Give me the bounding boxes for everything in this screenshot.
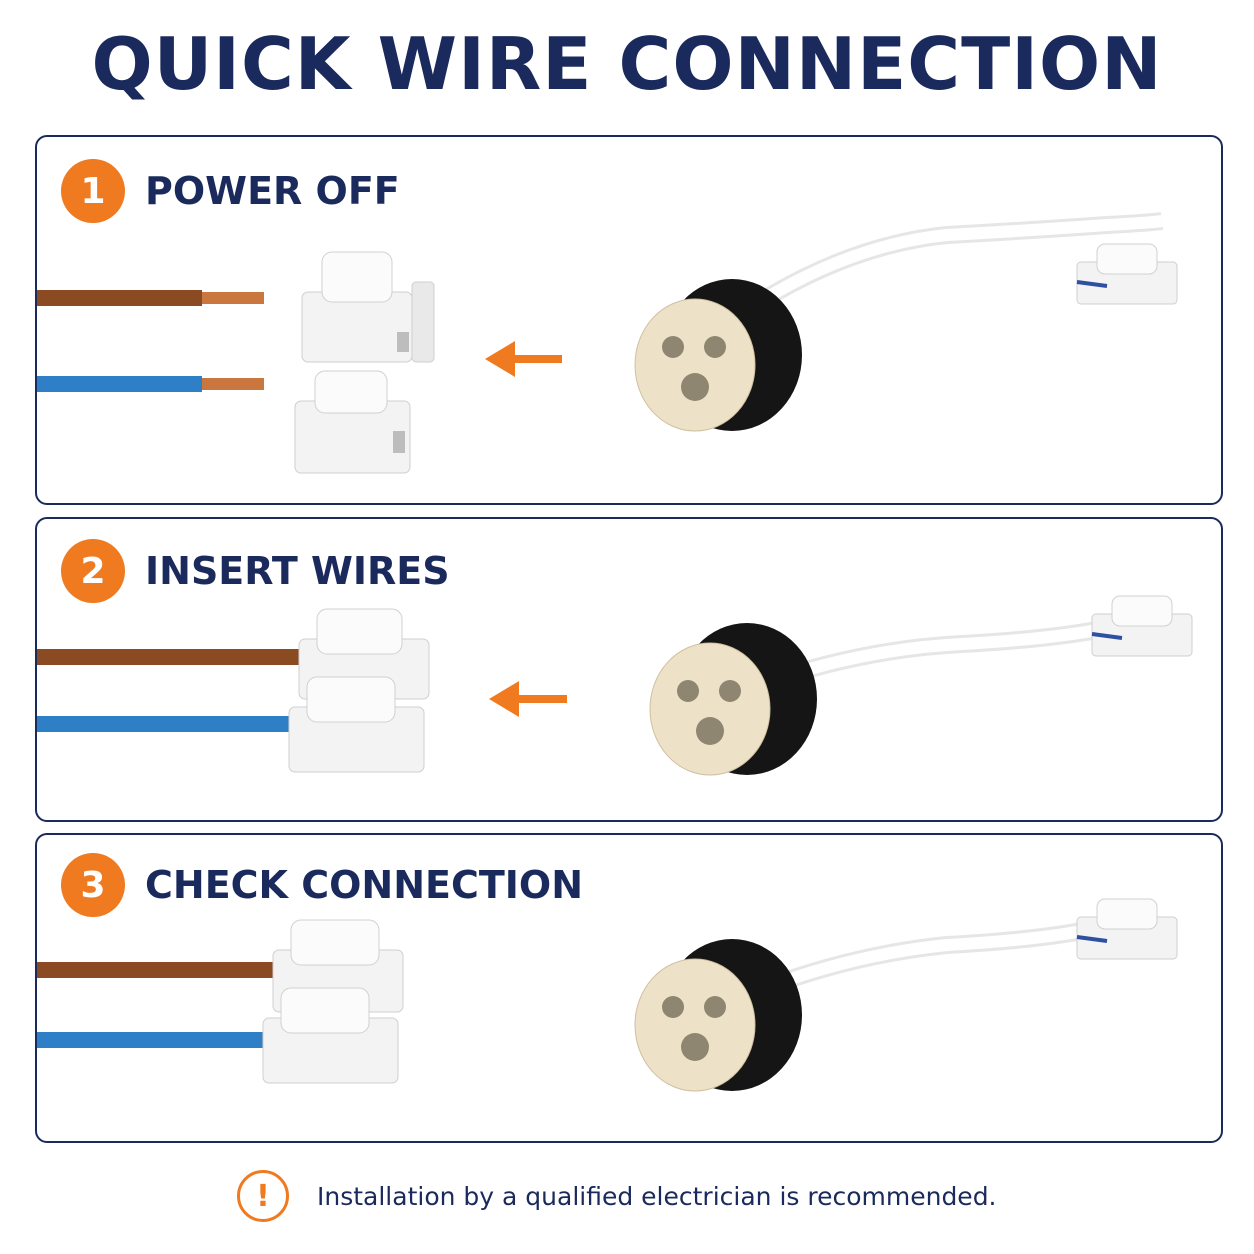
gu10-socket	[634, 212, 1164, 432]
gu10-socket	[634, 916, 1119, 1092]
terminal-connector	[1076, 898, 1178, 960]
wire-connector	[301, 251, 435, 363]
arrow-left-icon	[485, 341, 562, 377]
step-title: CHECK CONNECTION	[145, 863, 584, 907]
step-number-badge: 1	[61, 159, 125, 223]
step-number-badge: 3	[61, 853, 125, 917]
terminal-connector	[1091, 595, 1193, 657]
step-panel-3: 3 CHECK CONNECTION	[35, 833, 1223, 1143]
brown-wire	[37, 962, 277, 978]
step-panel-2: 2 INSERT WIRES	[35, 517, 1223, 822]
brown-wire	[37, 649, 307, 665]
footer-text: Installation by a qualified electrician …	[317, 1181, 997, 1211]
footer-note: ! Installation by a qualified electricia…	[237, 1168, 997, 1224]
wire-connector	[262, 987, 399, 1084]
terminal-connector	[1076, 243, 1178, 305]
blue-wire	[37, 1032, 272, 1048]
step-title: INSERT WIRES	[145, 549, 450, 593]
gu10-socket	[649, 615, 1135, 776]
step-1-illustration	[37, 212, 1178, 474]
blue-wire-stripped	[37, 376, 264, 392]
step-number-badge: 2	[61, 539, 125, 603]
step-title: POWER OFF	[145, 169, 400, 213]
page-title: QUICK WIRE CONNECTION	[91, 22, 1163, 106]
step-3-illustration	[37, 898, 1178, 1092]
step-2-illustration	[37, 595, 1193, 776]
warning-icon: !	[237, 1170, 289, 1222]
step-panel-1: 1 POWER OFF	[35, 135, 1223, 505]
wire-connector	[294, 370, 411, 474]
wire-connector	[288, 676, 425, 773]
brown-wire-stripped	[37, 290, 264, 306]
arrow-left-icon	[489, 681, 567, 717]
blue-wire	[37, 716, 299, 732]
